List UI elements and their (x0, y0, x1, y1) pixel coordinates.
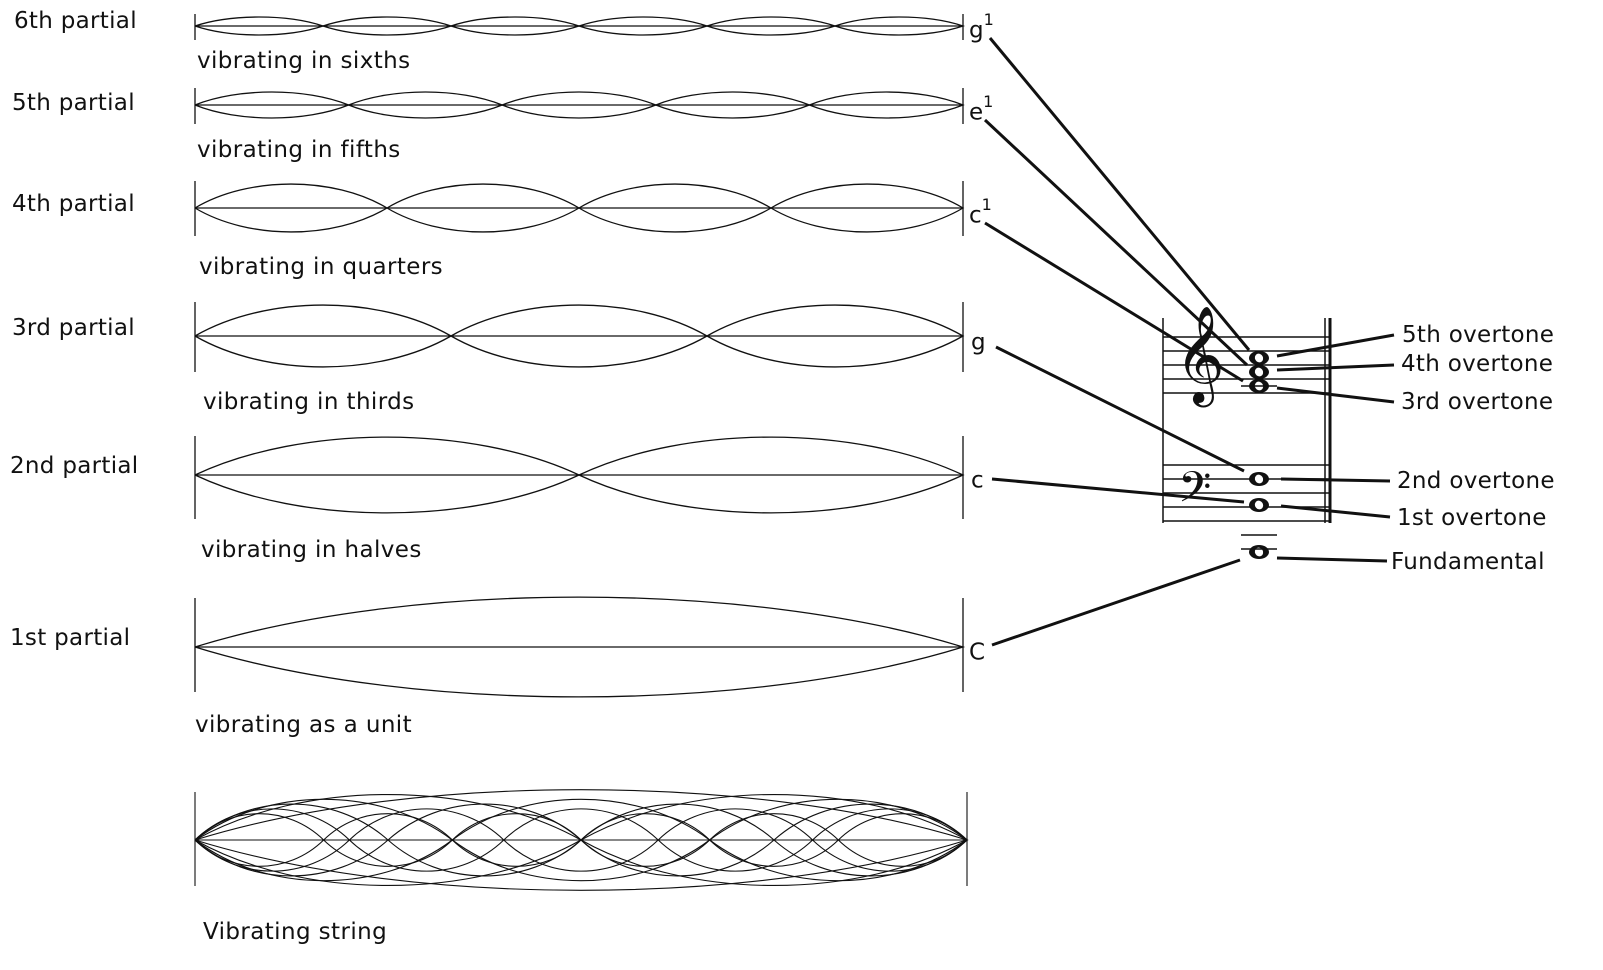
overtone-label-3: 3rd overtone (1401, 389, 1554, 415)
overtone-connector-line (1280, 504, 1391, 519)
partial-label-6: 6th partial (14, 8, 137, 34)
vibration-loop (770, 183, 965, 233)
bass-clef-icon: 𝄢 (1178, 463, 1211, 523)
caption-vibrating-string: Vibrating string (203, 919, 388, 945)
note-label-6: g1 (969, 10, 994, 44)
partial-label-4: 4th partial (12, 191, 135, 217)
composite-loop (709, 813, 840, 867)
partial-label-1: 1st partial (10, 625, 131, 651)
note-label-5: e1 (969, 92, 994, 126)
caption-fifths: vibrating in fifths (197, 137, 401, 163)
overtone-label-1: 1st overtone (1397, 505, 1547, 531)
note-g (1249, 472, 1269, 486)
note-label-3: g (971, 329, 986, 356)
fundamental-label: Fundamental (1391, 549, 1545, 575)
composite-loop (837, 813, 968, 867)
vibration-loop (706, 304, 965, 368)
overtone-connector-line (1276, 333, 1395, 358)
overtone-connector-line (1280, 477, 1391, 483)
caption-thirds: vibrating in thirds (203, 389, 415, 415)
partial-label-2: 2nd partial (10, 453, 139, 479)
overtone-label-2: 2nd overtone (1397, 468, 1555, 494)
note-label-2: c (971, 467, 984, 494)
note-C (1249, 545, 1269, 559)
pitch-connector-line (995, 345, 1245, 473)
pitch-connector-line (991, 477, 1245, 504)
caption-halves: vibrating in halves (201, 537, 422, 563)
vibration-loop (194, 596, 966, 698)
pitch-connector-line (988, 37, 1251, 351)
note-label-4: c1 (969, 195, 992, 229)
pitch-connector-line (983, 118, 1249, 367)
caption-unit: vibrating as a unit (195, 712, 413, 738)
note-e1 (1249, 365, 1269, 379)
pitch-connector-line (984, 221, 1244, 383)
note-label-1: C (969, 639, 986, 666)
caption-quarters: vibrating in quarters (199, 254, 444, 280)
vibration-loop (809, 91, 965, 119)
overtone-label-4: 4th overtone (1401, 351, 1554, 377)
partial-label-5: 5th partial (12, 90, 135, 116)
composite-loop (323, 813, 454, 867)
overtone-connector-line (1276, 363, 1395, 372)
caption-sixths: vibrating in sixths (197, 48, 411, 74)
vibration-loop (834, 16, 966, 36)
pitch-connector-line (991, 558, 1241, 647)
vibration-loop (578, 436, 965, 514)
overtone-connector-line (1276, 386, 1395, 404)
overtone-label-5: 5th overtone (1402, 322, 1555, 348)
overtone-connector-line (1276, 556, 1388, 563)
note-c (1249, 498, 1269, 512)
note-g1 (1249, 351, 1269, 365)
partial-label-3: 3rd partial (12, 315, 135, 341)
